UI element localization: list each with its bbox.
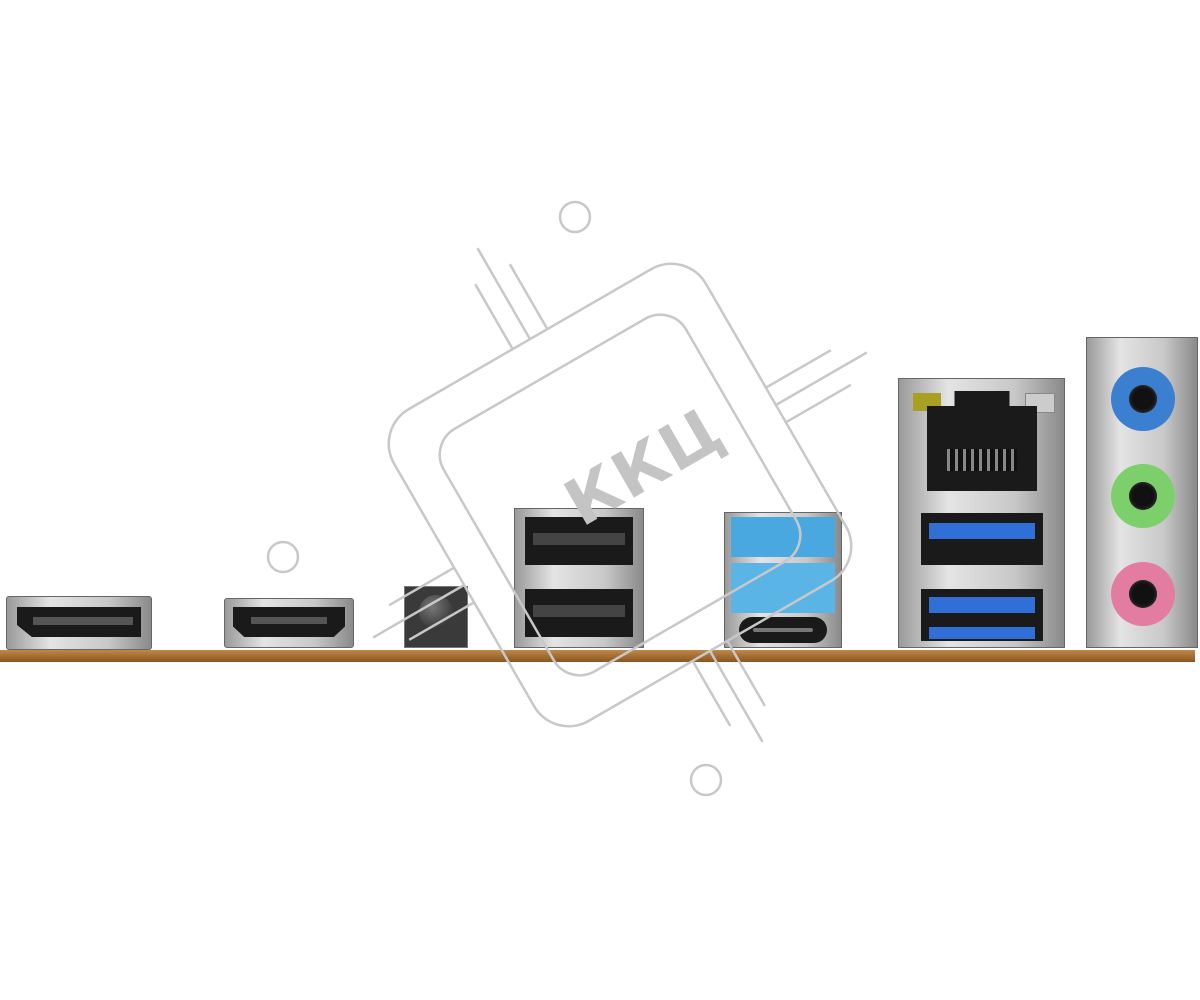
button-icon: [419, 595, 453, 629]
usb2-stacked-port: [514, 508, 644, 648]
usb3-icon: [731, 517, 835, 557]
usb-tongue: [533, 533, 625, 545]
usb-c-tongue: [753, 628, 813, 632]
ethernet-contacts: [947, 449, 1017, 471]
displayport-contacts: [33, 617, 133, 625]
ethernet-icon: [927, 391, 1037, 491]
audio-jack-icon: [1111, 464, 1175, 528]
bios-flashback-button[interactable]: [404, 586, 468, 648]
usb3-tongue: [929, 597, 1035, 613]
usb3-base: [929, 627, 1035, 639]
usb3-usb-c-port: [724, 512, 842, 648]
usb3-tongue: [929, 523, 1035, 539]
usb3-icon: [921, 513, 1043, 565]
watermark-text: ККЦ: [552, 392, 738, 542]
audio-jack-icon: [1111, 562, 1175, 626]
audio-jack-icon: [1111, 367, 1175, 431]
hdmi-port: [224, 598, 354, 648]
hdmi-contacts: [251, 617, 327, 624]
usb3-body: [731, 563, 835, 613]
pcb-edge: [0, 650, 1195, 662]
audio-jacks: [1086, 337, 1198, 648]
usb-tongue: [533, 605, 625, 617]
displayport-port: [6, 596, 152, 650]
lan-usb3-port: [898, 378, 1065, 648]
